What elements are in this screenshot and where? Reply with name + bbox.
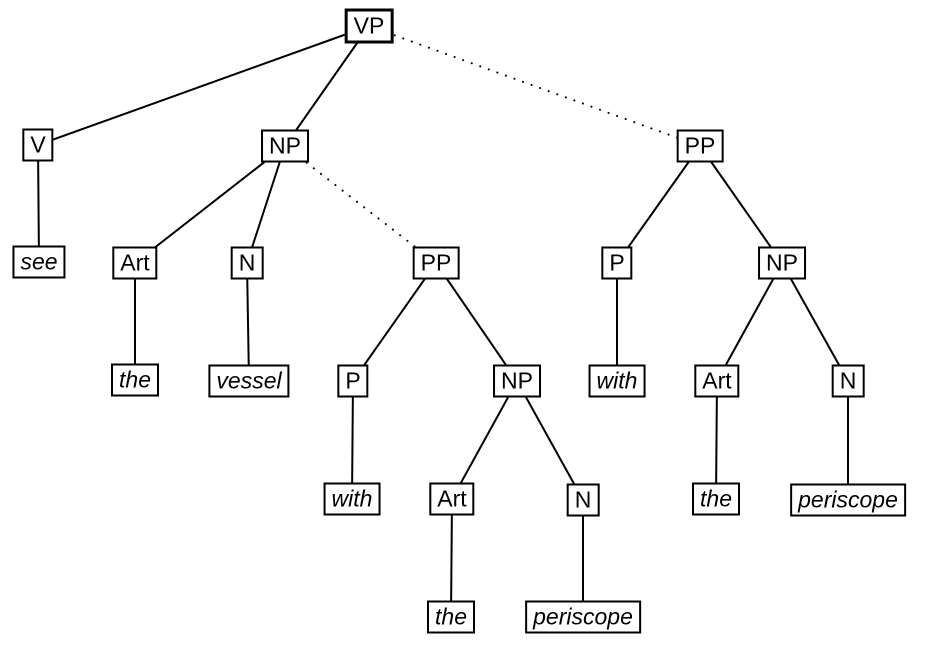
node-np-middle: NP — [493, 364, 541, 398]
leaf-see: see — [12, 245, 66, 279]
node-n-right: N — [831, 364, 865, 398]
node-n-middle: N — [566, 483, 600, 517]
edge-np2-art2 — [451, 380, 518, 500]
node-pp-middle: PP — [412, 246, 460, 280]
edge-vp-pp3 — [368, 25, 701, 147]
leaf-the-right: the — [692, 482, 740, 516]
edge-np3-art3 — [716, 262, 783, 382]
leaf-periscope-right: periscope — [790, 483, 906, 517]
node-vp: VP — [344, 8, 394, 44]
leaf-periscope-middle: periscope — [525, 600, 641, 634]
node-np-right: NP — [758, 246, 806, 280]
leaf-with-right: with — [588, 364, 646, 398]
edge-np2-n2 — [516, 380, 584, 501]
node-art-right: Art — [694, 364, 740, 398]
edge-vp-np1 — [284, 25, 370, 147]
node-np-object: NP — [261, 129, 309, 163]
leaf-the-left: the — [111, 363, 159, 397]
node-n-left: N — [230, 246, 264, 280]
leaf-vessel: vessel — [208, 364, 290, 398]
node-art-middle: Art — [429, 482, 475, 516]
edge-np1-n1 — [246, 145, 286, 264]
node-p-middle: P — [337, 364, 369, 398]
edge-pp3-p3 — [616, 145, 701, 264]
edge-np1-pp2 — [284, 145, 437, 264]
node-v: V — [22, 128, 54, 162]
node-art-left: Art — [112, 246, 158, 280]
edge-np3-n3 — [781, 262, 849, 382]
leaf-with-middle: with — [323, 482, 381, 516]
edge-v-see — [37, 144, 40, 263]
edge-np1-art1 — [134, 145, 286, 264]
node-p-right: P — [601, 246, 633, 280]
edge-pp3-np3 — [699, 145, 783, 264]
edge-pp2-np2 — [435, 262, 518, 382]
node-pp-right: PP — [676, 129, 724, 163]
edge-art3-the3 — [715, 380, 718, 500]
edge-art2-the2 — [450, 498, 453, 618]
edge-pp2-p2 — [352, 262, 437, 382]
edge-n1-vessel — [246, 262, 250, 382]
leaf-the-middle: the — [427, 600, 475, 634]
edge-vp-v — [37, 25, 370, 146]
edge-p2-with2 — [351, 380, 354, 500]
